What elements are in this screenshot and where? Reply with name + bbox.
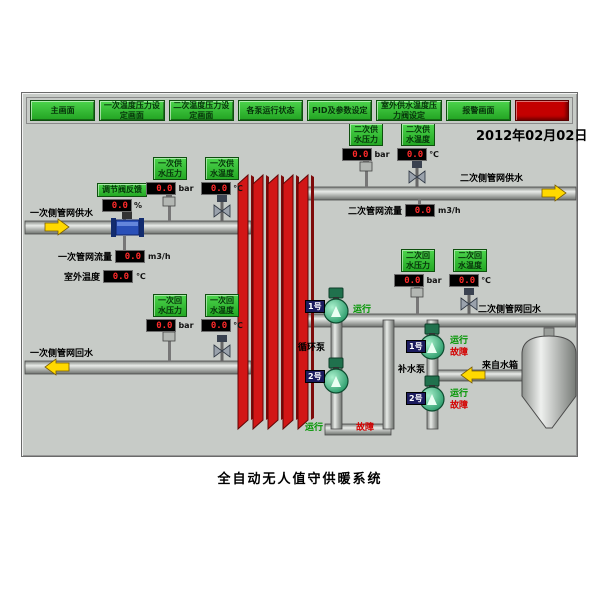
circulation-pump-1-run-status: 运行 [353,305,372,315]
unit-label: bar [178,184,194,194]
unit-label: ℃ [429,150,439,160]
system-title: 全自动无人值守供暖系统 [217,472,383,487]
unit-label: ℃ [481,276,491,286]
unit-label: m3/h [148,252,171,261]
led-display: 0.0 [394,274,425,288]
secondary-supply-temp-gauge: 二次供水温度 0.0℃ [392,123,444,162]
secondary-return-pipe-label: 二次侧管网回水 [478,305,542,315]
gauge-label: 一次回水压力 [153,294,187,318]
gauge-label: 一次回水温度 [205,294,239,318]
date-display: 2012年02月02日 [476,129,588,144]
gauge-label: 二次回水压力 [401,249,435,273]
led-display: 0.0 [201,319,232,333]
unit-label: ℃ [136,272,146,281]
unit-label: ℃ [233,184,243,194]
outdoor-temp-gauge: 室外温度 0.0 ℃ [64,270,146,283]
toolbar-button-outdoor-valve[interactable]: 室外供水温度压力阀设定 [376,100,442,121]
circulation-pump-1-tag: 1号 [305,300,325,313]
gauge-label: 一次供水温度 [205,157,239,181]
gauge-label: 二次回水温度 [453,249,487,273]
gauge-label: 调节阀反馈 [97,183,147,197]
unit-label: % [133,200,142,210]
toolbar-button-primary-set[interactable]: 一次温度压力设定画面 [99,100,165,121]
led-display: 0.0 [101,198,132,212]
led-display: 0.0 [146,182,177,196]
makeup-pump-2-tag: 2号 [406,392,426,405]
primary-return-pipe-label: 一次侧管网回水 [30,349,94,359]
secondary-return-temp-gauge: 二次回水温度 0.0℃ [444,249,496,288]
gauge-label: 一次管网流量 [58,253,113,263]
valve-feedback-gauge: 调节阀反馈 0.0% [96,183,148,212]
makeup-pump-2-fault-status: 故障 [450,401,469,411]
secondary-supply-pipe-label: 二次侧管网供水 [460,174,524,184]
toolbar-button-pump-status[interactable]: 各泵运行状态 [237,100,304,121]
led-display: 0.0 [115,250,146,263]
unit-label: bar [374,150,390,160]
led-display: 0.0 [342,148,373,162]
makeup-pump-2-run-status: 运行 [450,389,469,399]
toolbar-button-main[interactable]: 主画面 [30,100,96,121]
led-display: 0.0 [405,204,436,217]
makeup-pump-1-tag: 1号 [406,340,426,353]
toolbar-button-alarm-screen[interactable]: 报警画面 [445,100,511,121]
makeup-pump-1-fault-status: 故障 [450,348,469,358]
gauge-label: 一次供水压力 [153,157,187,181]
makeup-pump-group-label: 补水泵 [398,365,426,375]
circulation-pump-group-label: 循环泵 [298,343,326,353]
alarm-lamp [514,100,569,121]
circulation-run-status: 运行 [305,423,324,433]
gauge-label: 二次供水温度 [401,123,435,147]
primary-return-temp-gauge: 一次回水温度 0.0℃ [196,294,248,333]
from-tank-label: 来自水箱 [482,361,519,371]
unit-label: bar [426,276,442,286]
toolbar-button-pid-params[interactable]: PID及参数设定 [307,100,373,121]
circulation-pump-2-tag: 2号 [305,370,325,383]
primary-flow-gauge: 一次管网流量 0.0 m3/h [58,250,171,263]
led-display: 0.0 [449,274,480,288]
secondary-flow-gauge: 二次管网流量 0.0 m3/h [348,204,461,217]
gauge-label: 二次供水压力 [349,123,383,147]
toolbar: 主画面 一次温度压力设定画面 二次温度压力设定画面 各泵运行状态 PID及参数设… [26,97,573,124]
unit-label: m3/h [438,206,461,215]
circulation-fault-status: 故障 [356,423,375,433]
primary-supply-temp-gauge: 一次供水温度 0.0℃ [196,157,248,196]
unit-label: bar [178,321,194,331]
gauge-label: 室外温度 [64,273,101,283]
led-display: 0.0 [201,182,232,196]
gauge-label: 二次管网流量 [348,207,403,217]
makeup-pump-1-run-status: 运行 [450,336,469,346]
led-display: 0.0 [397,148,428,162]
primary-supply-pipe-label: 一次侧管网供水 [30,209,94,219]
unit-label: ℃ [233,321,243,331]
led-display: 0.0 [103,270,134,283]
toolbar-button-secondary-set[interactable]: 二次温度压力设定画面 [168,100,234,121]
led-display: 0.0 [146,319,177,333]
